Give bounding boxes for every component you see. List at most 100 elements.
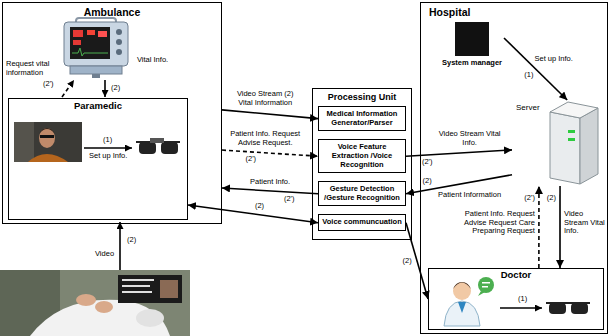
server-node: Server: [512, 100, 604, 186]
monitor-button: [116, 39, 122, 45]
region-box: AmbulanceParamedic: [2, 2, 222, 224]
flow-arrow: [406, 150, 512, 156]
display-line: [122, 291, 152, 293]
node-text: Hospital: [429, 6, 599, 18]
screen-reading: [87, 30, 95, 35]
edge-label: Patient Info. Request Advise Request Car…: [446, 210, 536, 236]
doctor-hair: [453, 282, 471, 289]
node-text: Ambulance: [7, 6, 217, 18]
doctor-coat: [444, 301, 480, 326]
callout-number: (2'): [283, 195, 296, 204]
unit-box: Processing UnitMedical Information Gener…: [312, 88, 412, 240]
server-top: [550, 102, 598, 118]
glasses-lens: [549, 303, 566, 314]
bubble-line: [482, 282, 490, 284]
doctor-head: [453, 282, 471, 300]
screen-reading: [73, 30, 83, 37]
edge-label: (2): [254, 202, 265, 211]
vital-monitor: [64, 18, 128, 78]
connectors: [188, 38, 567, 299]
node-text: Voice communcuation: [322, 218, 402, 227]
display-line: [122, 279, 154, 281]
node-text: Processing Unit: [316, 92, 408, 102]
callout-number: (1): [102, 136, 113, 145]
speech-bubble: [478, 277, 494, 293]
glasses-lens: [571, 303, 588, 314]
callout-number: (2): [110, 84, 121, 93]
monitor-body: [64, 22, 128, 66]
monitor-button: [116, 49, 122, 55]
bubble-line: [482, 286, 488, 288]
paramedic-hair: [39, 128, 55, 134]
edge-label: Video Stream (2) Vital Information: [231, 90, 299, 107]
hand: [95, 301, 113, 313]
paramedic-face: [39, 128, 55, 148]
flow-arrow: [222, 188, 318, 194]
photo-shade: [14, 122, 34, 162]
display-thumbnail: [160, 280, 178, 298]
paramedic-jacket: [28, 154, 68, 162]
server-front: [550, 112, 580, 184]
manager-square: [455, 22, 489, 56]
node-text: Gesture Detection /Gesture Recognition: [322, 185, 402, 202]
glasses-lens: [139, 142, 156, 154]
node-text: Medical Information Generator/Parser: [322, 110, 402, 127]
glasses-display: [118, 275, 182, 303]
flow-arrow: [559, 186, 561, 268]
setup-wire: [84, 147, 132, 149]
callout-number: (2'): [42, 80, 55, 89]
node-text: Paramedic: [13, 101, 183, 112]
doctor-icon: [444, 277, 494, 326]
edge-label: Set up Info.: [534, 55, 574, 64]
paramedic-eyewear: [40, 135, 54, 138]
request-wire: [62, 80, 74, 97]
node-text: Server: [516, 103, 600, 112]
screen-reading: [98, 31, 107, 37]
server-light: [568, 138, 575, 141]
monitor-button: [116, 29, 122, 35]
callout-number: (2'): [523, 194, 536, 203]
doctor-glasses: [546, 303, 590, 314]
glasses-lens: [161, 142, 178, 154]
setup-wire: [500, 307, 542, 309]
edge-label: (2): [402, 257, 413, 266]
glasses-module: [150, 138, 164, 143]
doctor-shirt: [458, 302, 466, 313]
bubble-tail: [478, 291, 485, 296]
patient-arm: [136, 309, 164, 327]
patient-shirt: [30, 300, 170, 336]
monitor-stand: [92, 74, 100, 78]
video-photo: [0, 270, 190, 336]
photo-ground: [0, 270, 190, 336]
monitor-base: [70, 66, 122, 74]
edge-label: Video Stream Vital Info.: [563, 210, 607, 236]
callout-number: (2'): [244, 155, 257, 164]
paramedic-photo: [14, 122, 82, 162]
flow-label: Request vital information: [5, 60, 61, 77]
video-wire: [119, 222, 121, 270]
flow-arrow: [222, 150, 318, 156]
callout-number: (2): [422, 177, 433, 186]
process-box: Medical Information Generator/Parser: [318, 106, 406, 131]
node-text: Doctor: [433, 270, 599, 281]
hand: [76, 294, 96, 306]
callout-number: (1): [517, 295, 528, 304]
flow-arrow: [222, 110, 318, 119]
callout-number: (2): [126, 236, 137, 245]
layout-wires: [62, 80, 542, 308]
monitor-screen: [70, 27, 110, 59]
edge-label: Patient Information: [437, 191, 502, 200]
flow-label: Video: [94, 250, 115, 259]
flow-arrow: [504, 38, 567, 100]
edge-label: Patient Info. Request Advise Request.: [224, 130, 306, 147]
node-text: Voice Feature Extraction /Voice Recognit…: [322, 143, 402, 169]
process-box: Gesture Detection /Gesture Recognition: [318, 181, 406, 206]
process-box: Voice communcuation: [318, 214, 406, 231]
flow-label: Set up Info.: [88, 152, 128, 161]
server-tower: [550, 102, 598, 184]
node-text: System manager: [440, 59, 504, 68]
callout-number: (2): [546, 194, 557, 203]
